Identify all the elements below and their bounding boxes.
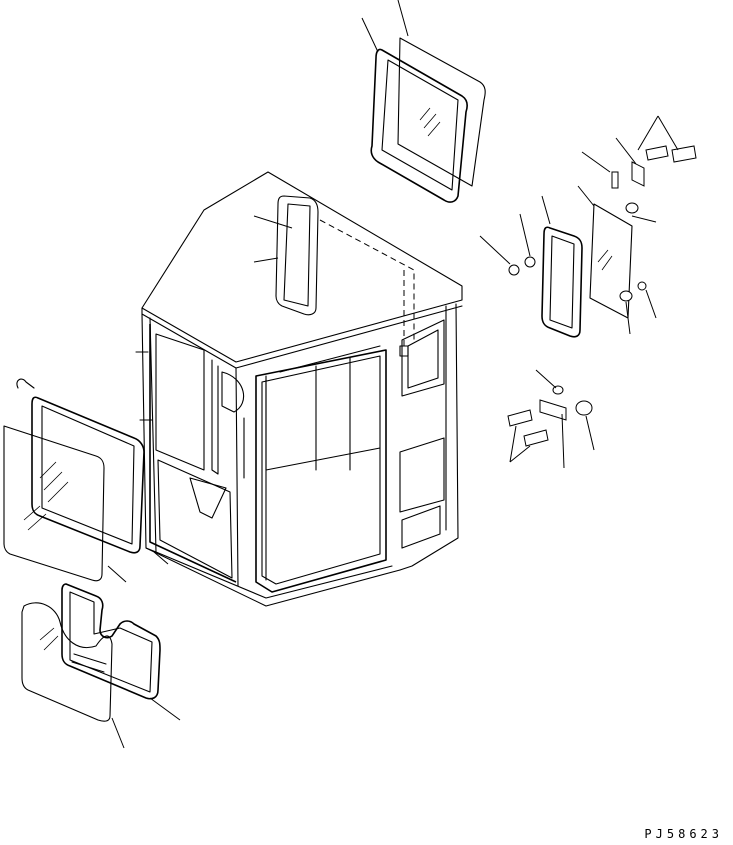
- roof-glass-assembly: [371, 38, 485, 202]
- leader-lines: [108, 0, 678, 748]
- door-glass-assembly: [4, 379, 144, 581]
- cab-side-glass: [276, 196, 318, 315]
- drawing-code: PJ58623: [644, 827, 723, 841]
- right-glass-assembly: [508, 146, 696, 446]
- cab-body: [136, 172, 462, 606]
- lower-door-glass-assembly: [22, 584, 160, 721]
